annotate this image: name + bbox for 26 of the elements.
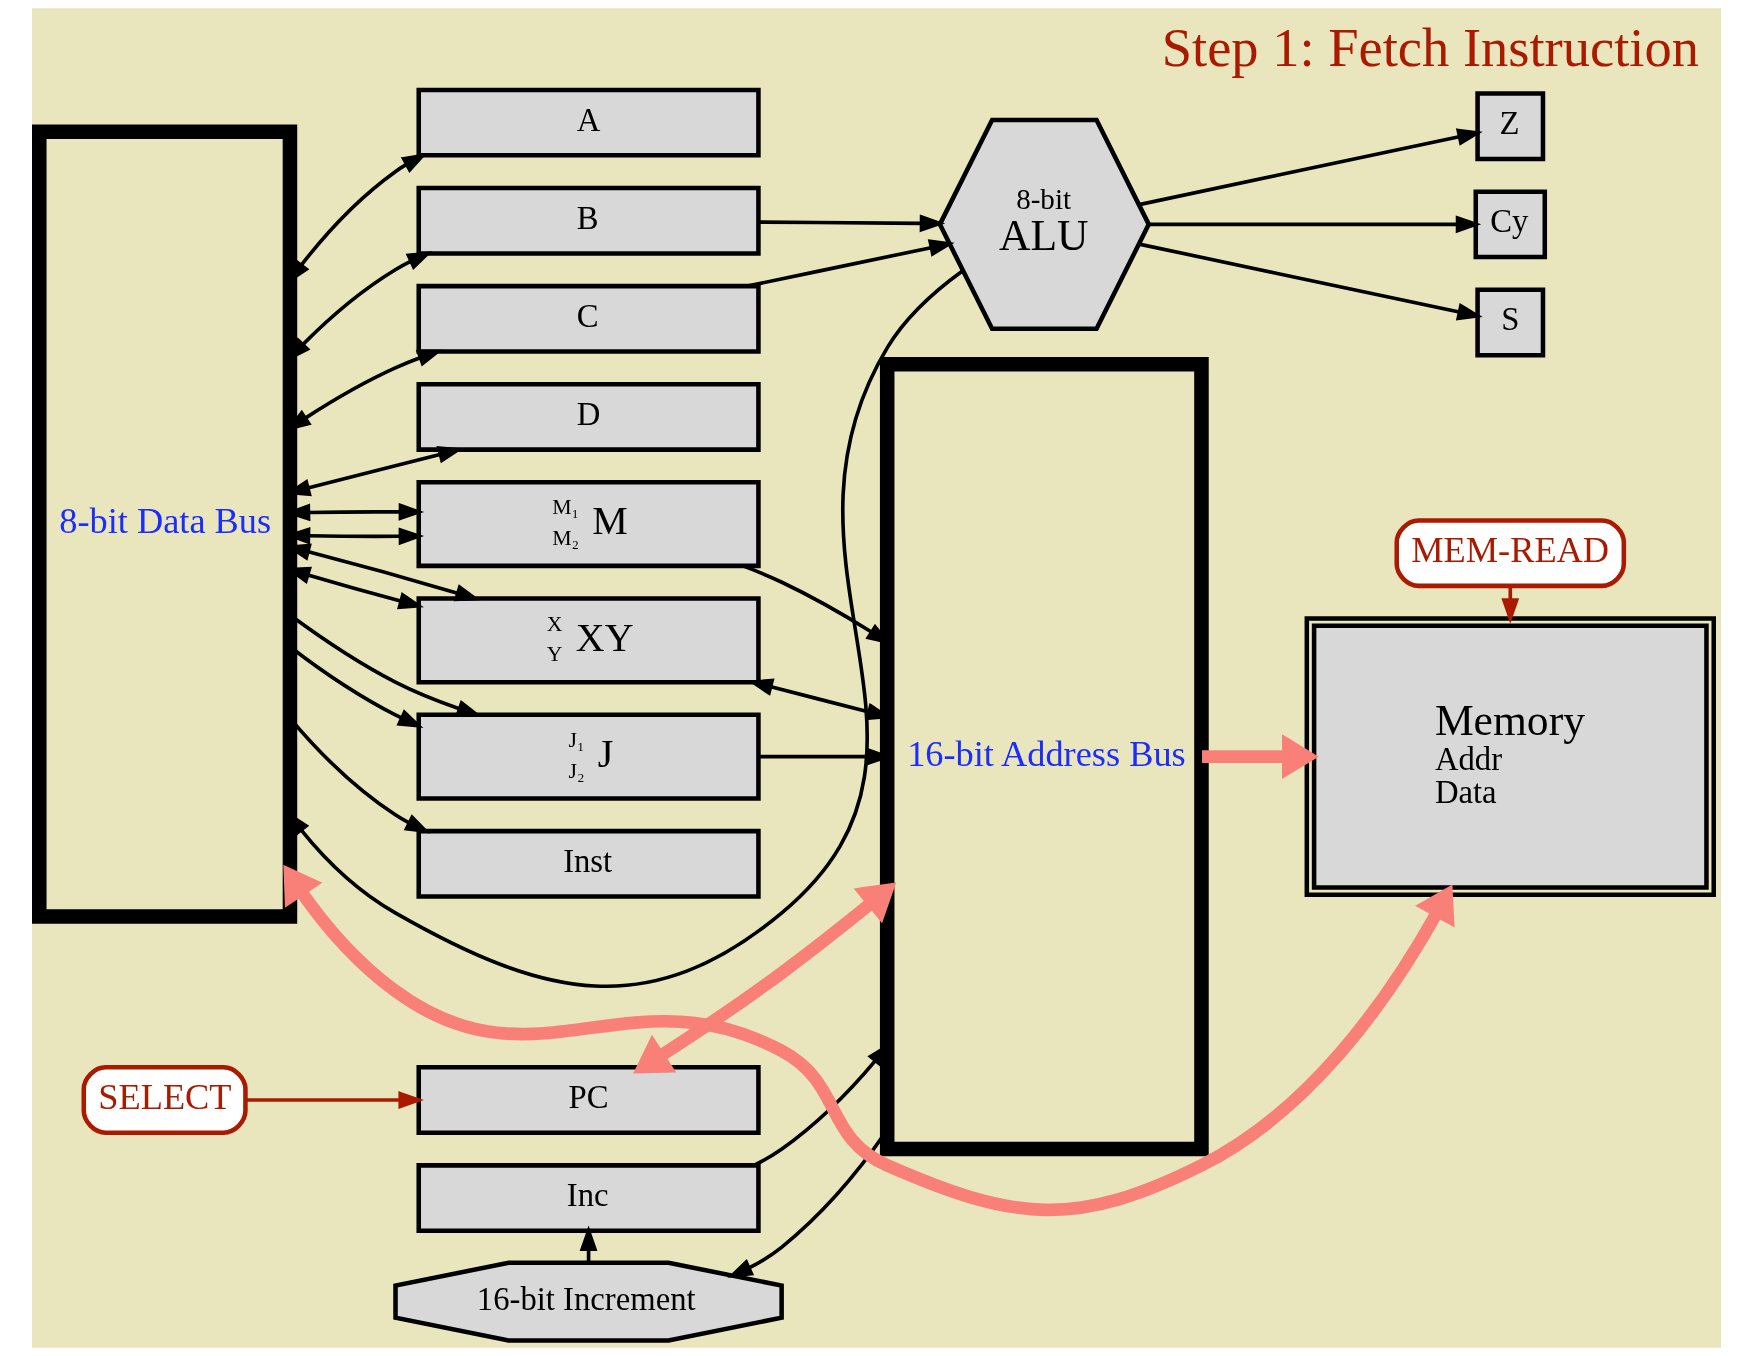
node-box: Memory Addr Data bbox=[1304, 616, 1716, 897]
node-box: D bbox=[415, 381, 761, 452]
node-box: B bbox=[415, 185, 761, 256]
arrow bbox=[632, 882, 896, 1074]
arrow bbox=[1148, 215, 1481, 234]
arrow bbox=[245, 1091, 424, 1109]
arrow bbox=[1500, 586, 1519, 624]
arrow bbox=[1138, 128, 1483, 207]
node-box: 16-bit Address Bus bbox=[879, 357, 1209, 1157]
node-box: C bbox=[415, 283, 761, 354]
node-box: S bbox=[1474, 287, 1545, 358]
node-box: 8-bit Data Bus bbox=[31, 124, 297, 924]
arrow bbox=[758, 214, 945, 233]
node-box: Inc bbox=[415, 1163, 761, 1234]
node-box: Z bbox=[1474, 91, 1545, 162]
arrow bbox=[1138, 242, 1483, 321]
arrow bbox=[1201, 734, 1319, 780]
node-box: PC bbox=[415, 1065, 761, 1135]
node-box: A bbox=[415, 87, 761, 158]
node-box: MEM-READ bbox=[1393, 518, 1626, 589]
arrow bbox=[746, 239, 955, 288]
arrow bbox=[282, 864, 1455, 1216]
node-box: Cy bbox=[1473, 189, 1547, 260]
node-box: Inst bbox=[415, 828, 761, 899]
diagram-title: Step 1: Fetch Instruction bbox=[1161, 17, 1699, 79]
node-box: SELECT bbox=[81, 1065, 248, 1135]
